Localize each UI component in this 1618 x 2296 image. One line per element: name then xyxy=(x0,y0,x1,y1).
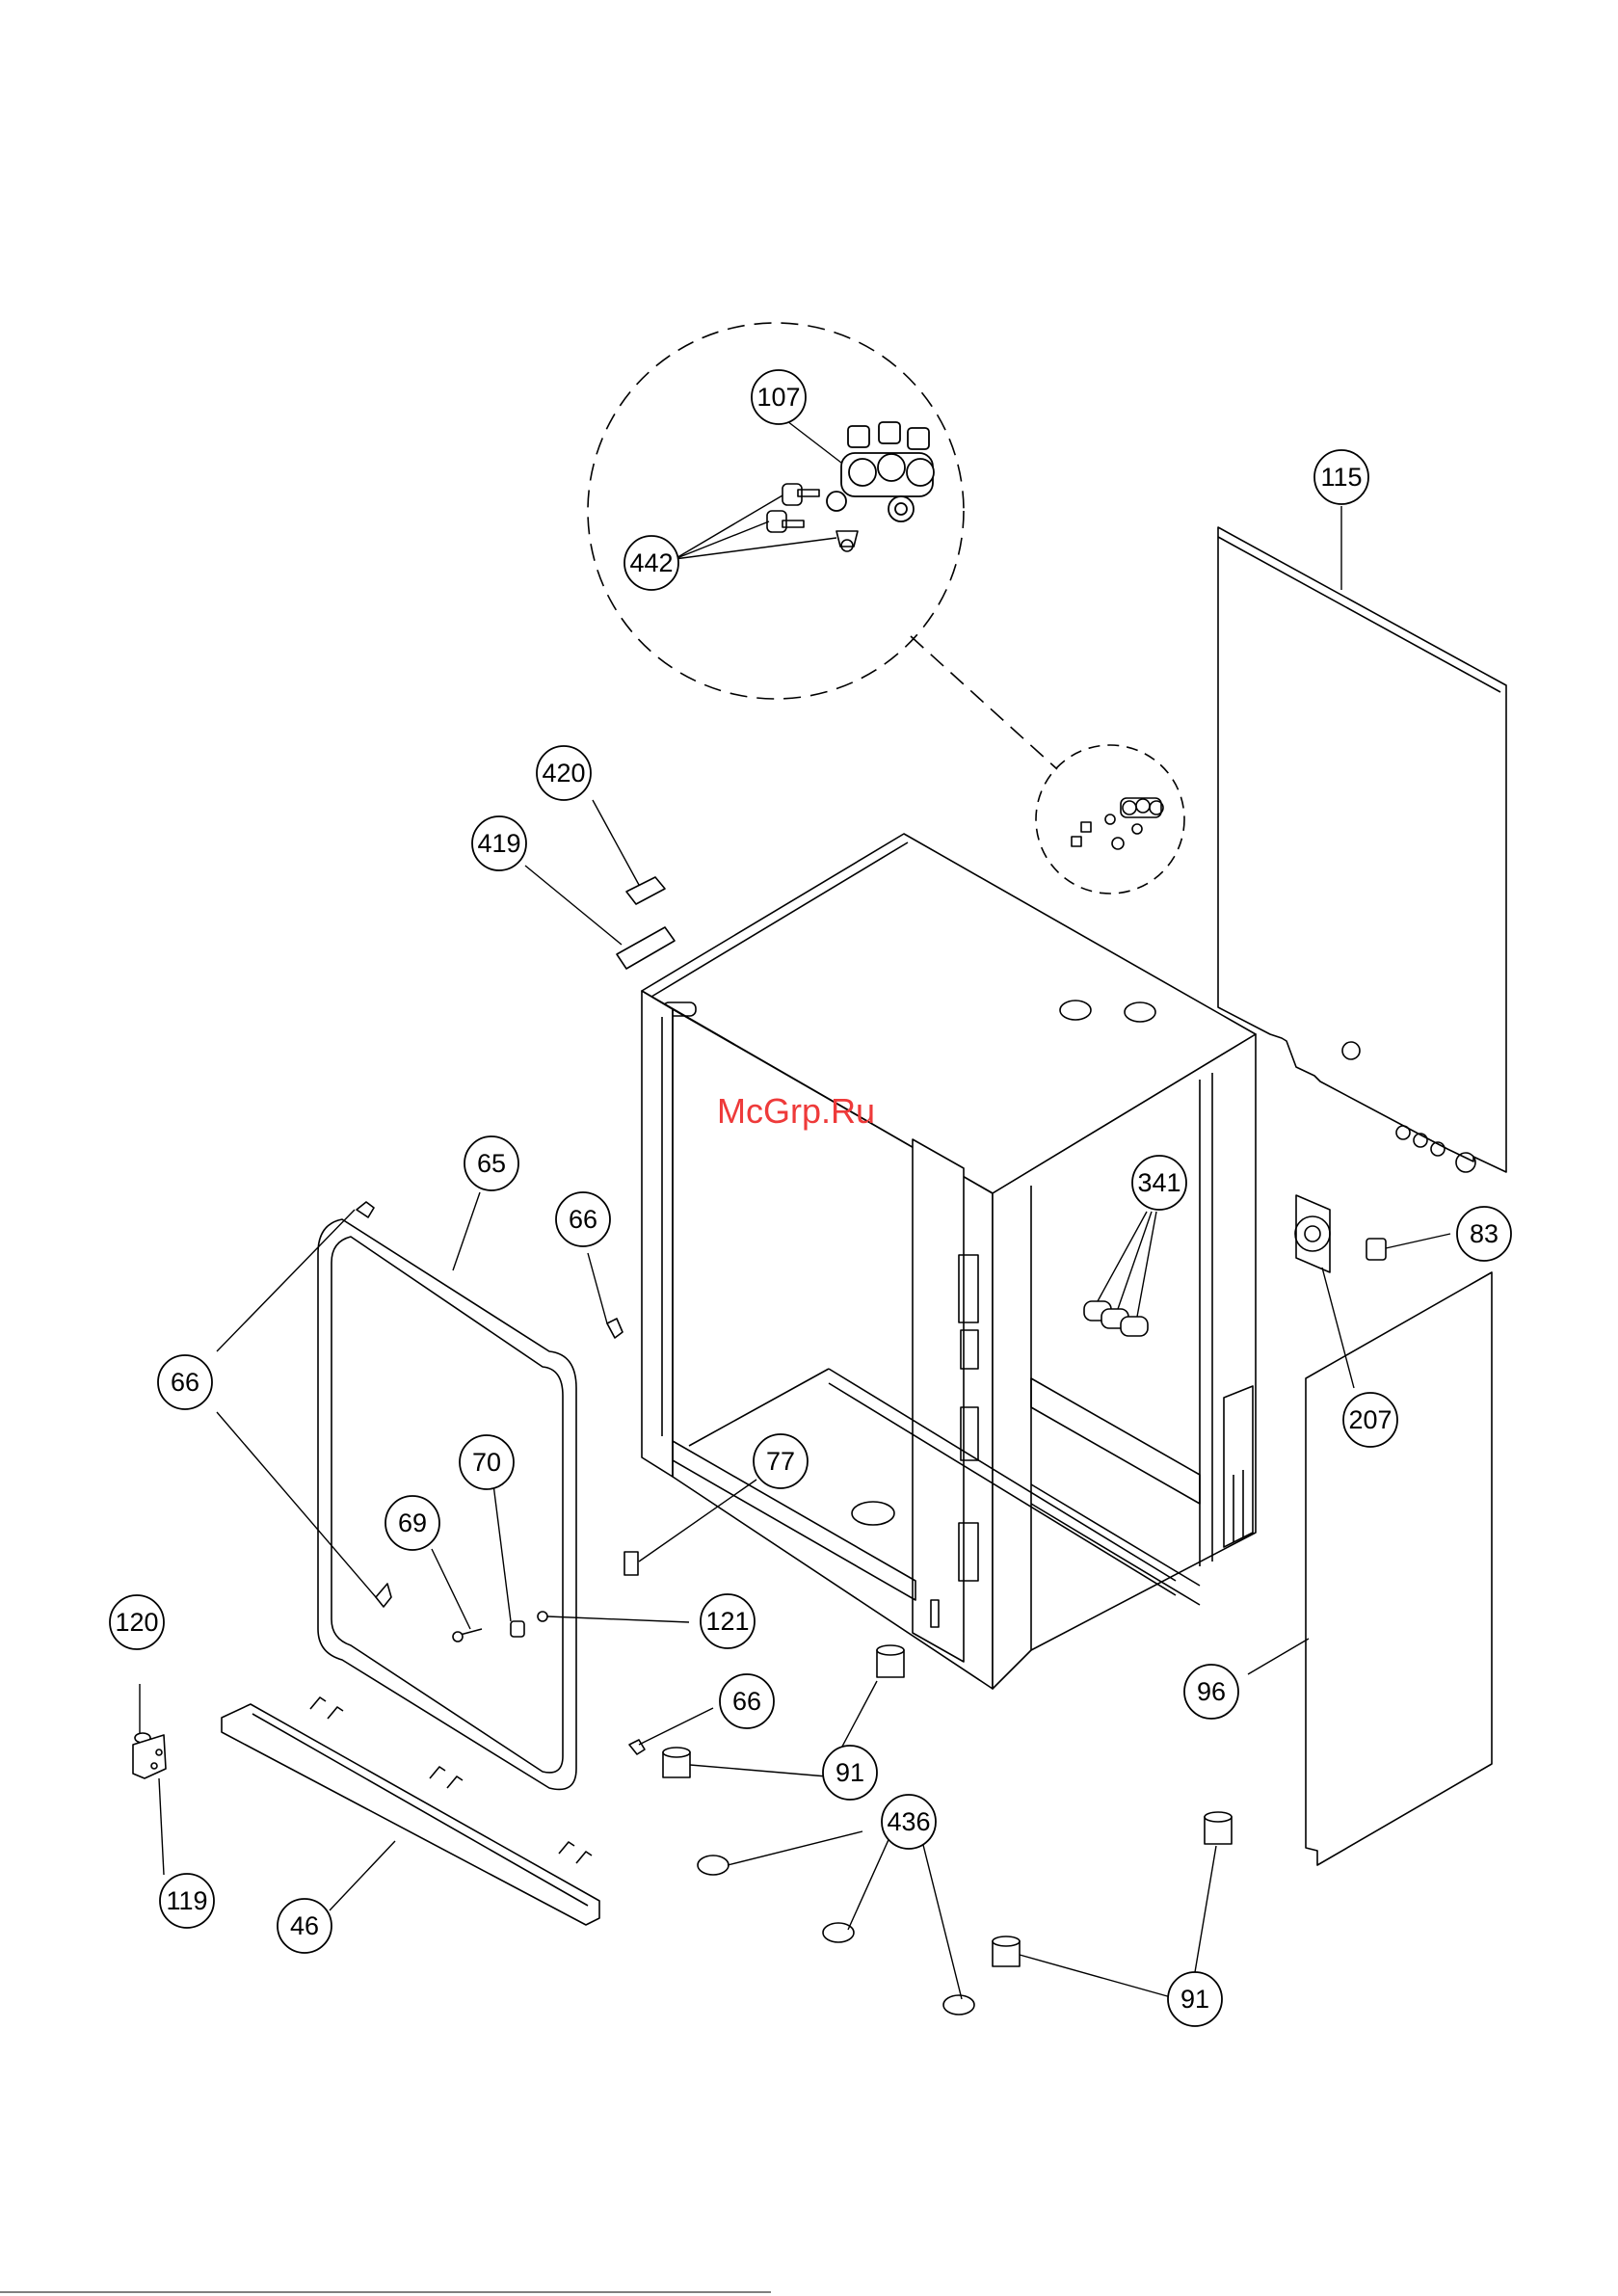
callout-121: 121 xyxy=(705,1607,749,1636)
valve-assembly-small xyxy=(1072,798,1163,849)
hinge xyxy=(133,1733,166,1778)
callout-65: 65 xyxy=(477,1149,506,1178)
callout-91-upper: 91 xyxy=(836,1758,864,1787)
callout-66-left: 66 xyxy=(171,1368,199,1397)
callout-66-upper: 66 xyxy=(569,1205,597,1234)
callout-46: 46 xyxy=(290,1911,319,1940)
callout-207: 207 xyxy=(1348,1405,1392,1434)
detail-circle-small xyxy=(1036,745,1184,894)
clip-66-upper xyxy=(607,1319,623,1338)
plate-77 xyxy=(624,1552,638,1575)
connector-block-419 xyxy=(617,927,675,969)
door-gasket xyxy=(318,1202,576,1789)
callout-66-lower: 66 xyxy=(732,1687,761,1716)
callout-96: 96 xyxy=(1197,1677,1226,1706)
side-cover-panel xyxy=(1306,1272,1492,1865)
detail-connector xyxy=(911,636,1057,769)
fan-207 xyxy=(1295,1195,1330,1272)
switch-83 xyxy=(1366,1239,1386,1260)
callout-115: 115 xyxy=(1320,463,1362,492)
callout-119: 119 xyxy=(166,1886,207,1915)
plug-70 xyxy=(511,1621,524,1637)
water-valve-assembly xyxy=(827,422,934,521)
callout-83: 83 xyxy=(1470,1219,1499,1248)
drawing-lines xyxy=(110,323,1511,2026)
callout-77: 77 xyxy=(766,1447,795,1476)
cabinet-frame xyxy=(642,834,1256,1689)
back-panel xyxy=(1218,527,1506,1172)
callout-419: 419 xyxy=(477,829,520,858)
callout-107: 107 xyxy=(756,383,800,412)
callout-442: 442 xyxy=(629,548,673,577)
callout-91-lower: 91 xyxy=(1180,1985,1209,2014)
callout-69: 69 xyxy=(398,1508,427,1537)
watermark-text: McGrp.Ru xyxy=(717,1091,875,1131)
leveling-pads-436 xyxy=(698,1855,974,2015)
clip-66-lower xyxy=(629,1740,645,1754)
callout-341: 341 xyxy=(1137,1168,1180,1197)
callout-436: 436 xyxy=(887,1807,930,1836)
callout-420: 420 xyxy=(542,759,585,788)
cover-plate-420 xyxy=(626,877,665,904)
callout-120: 120 xyxy=(115,1608,158,1637)
callout-70: 70 xyxy=(472,1448,501,1477)
